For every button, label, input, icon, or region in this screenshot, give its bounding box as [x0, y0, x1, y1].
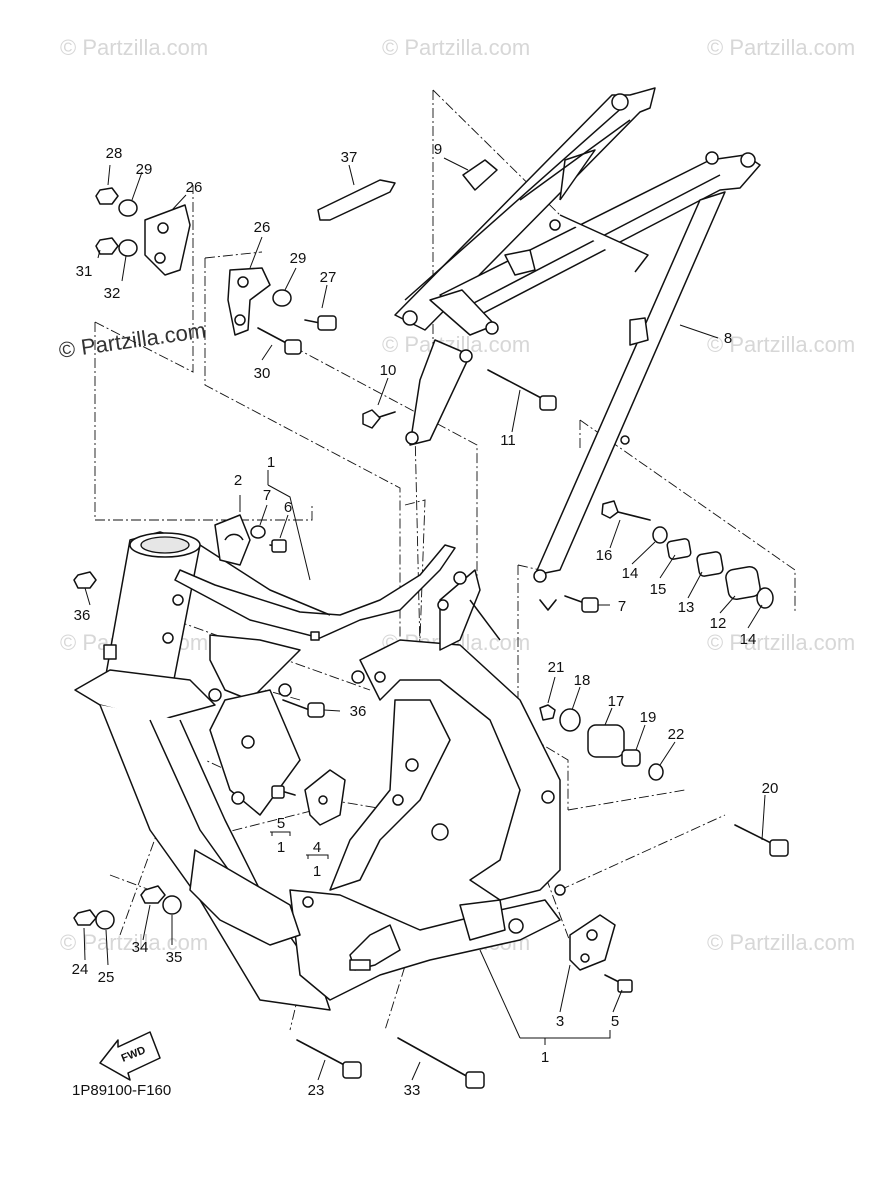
- callout-36: 36: [350, 703, 367, 720]
- callout-4: 4: [313, 839, 321, 856]
- callout-29: 29: [290, 250, 307, 267]
- callout-1: 1: [313, 863, 321, 880]
- callout-1: 1: [541, 1049, 549, 1066]
- callout-22: 22: [668, 726, 685, 743]
- callout-21: 21: [548, 659, 565, 676]
- callout-28: 28: [106, 145, 123, 162]
- watermark: © Partzilla.com: [707, 930, 855, 955]
- callout-1: 1: [267, 454, 275, 471]
- callout-16: 16: [596, 547, 613, 564]
- callout-15: 15: [650, 581, 667, 598]
- callout-5: 5: [277, 815, 285, 832]
- diagram-code: 1P89100-F160: [72, 1082, 171, 1099]
- callout-6: 6: [284, 499, 292, 516]
- callout-37: 37: [341, 149, 358, 166]
- callout-17: 17: [608, 693, 625, 710]
- callout-12: 12: [710, 615, 727, 632]
- watermark: © Partzilla.com: [707, 630, 855, 655]
- watermark: © Partzilla.com: [60, 35, 208, 60]
- callout-29: 29: [136, 161, 153, 178]
- callout-27: 27: [320, 269, 337, 286]
- watermark-overlay: © Partzilla.com: [57, 318, 207, 363]
- callout-11: 11: [500, 432, 516, 449]
- callout-25: 25: [98, 969, 115, 986]
- callout-36: 36: [74, 607, 91, 624]
- callout-23: 23: [308, 1082, 325, 1099]
- callout-19: 19: [640, 709, 657, 726]
- callout-30: 30: [254, 365, 271, 382]
- callout-7: 7: [263, 487, 271, 504]
- main-frame: [74, 531, 566, 1011]
- watermark: © Partzilla.com: [382, 35, 530, 60]
- callout-labels: 28 29 26 31 32 37 9 26 29 27 30 8 10 11 …: [72, 141, 779, 1099]
- callout-33: 33: [404, 1082, 421, 1099]
- callout-14: 14: [622, 565, 639, 582]
- callout-5: 5: [611, 1013, 619, 1030]
- callout-34: 34: [132, 939, 149, 956]
- group-brackets: [271, 831, 329, 859]
- callout-35: 35: [166, 949, 183, 966]
- leader-lines: [83, 157, 766, 1081]
- callout-24: 24: [72, 961, 89, 978]
- watermark: © Partzilla.com: [707, 35, 855, 60]
- callout-14: 14: [740, 631, 757, 648]
- callout-13: 13: [678, 599, 695, 616]
- engine-brackets: [73, 159, 789, 1089]
- callout-18: 18: [574, 672, 591, 689]
- callout-9: 9: [434, 141, 442, 158]
- callout-20: 20: [762, 780, 779, 797]
- callout-32: 32: [104, 285, 121, 302]
- callout-10: 10: [380, 362, 397, 379]
- callout-8: 8: [724, 330, 732, 347]
- callout-2: 2: [234, 472, 242, 489]
- callout-1: 1: [277, 839, 285, 856]
- fwd-arrow-icon: [99, 1031, 161, 1081]
- callout-7: 7: [618, 598, 626, 615]
- callout-3: 3: [556, 1013, 564, 1030]
- watermark: © Partzilla.com: [707, 332, 855, 357]
- callout-31: 31: [76, 263, 93, 280]
- rear-subframe: [394, 87, 761, 583]
- callout-26: 26: [186, 179, 203, 196]
- callout-26: 26: [254, 219, 271, 236]
